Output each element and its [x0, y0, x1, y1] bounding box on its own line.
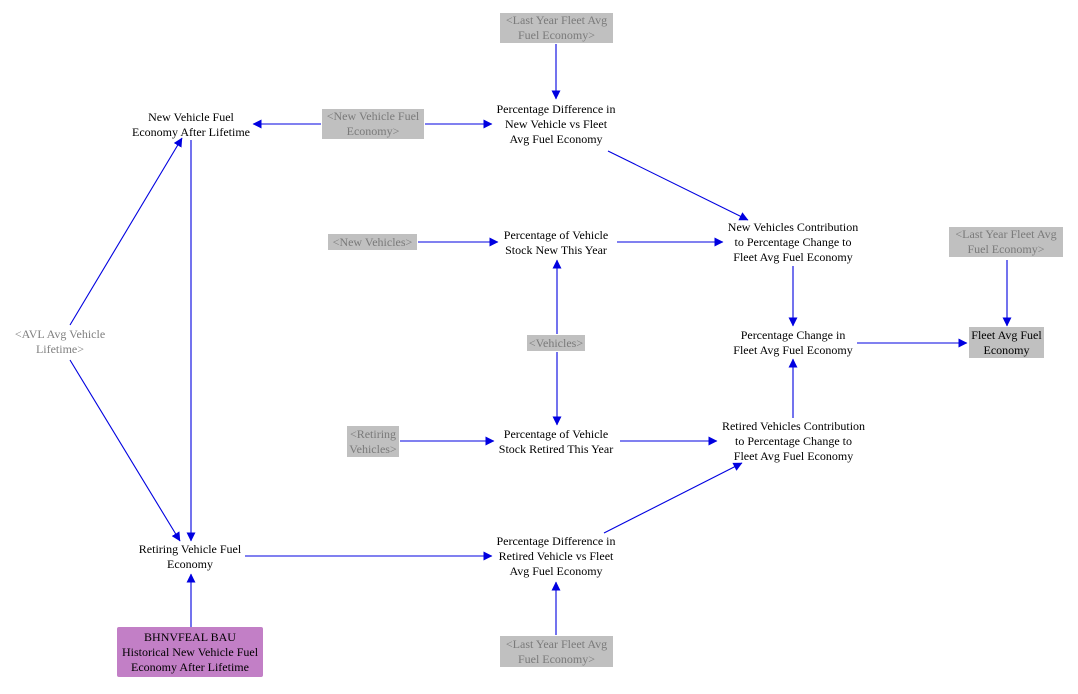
last-year-fleet-avg-shadow-top[interactable]: <Last Year Fleet Avg Fuel Economy>: [500, 13, 613, 43]
retired-vehicles-contribution[interactable]: Retired Vehicles Contribution to Percent…: [721, 419, 866, 463]
pct-vehicle-stock-new[interactable]: Percentage of Vehicle Stock New This Yea…: [503, 227, 609, 257]
avl-avg-vehicle-lifetime-shadow[interactable]: <AVL Avg Vehicle Lifetime>: [14, 326, 106, 356]
new-vehicle-fe-after-lifetime[interactable]: New Vehicle Fuel Economy After Lifetime: [132, 109, 250, 139]
new-vehicle-fuel-economy-shadow[interactable]: <New Vehicle Fuel Economy>: [322, 109, 424, 139]
arrow-pctdiffnew-to-newcontrib: [607, 150, 749, 221]
pct-vehicle-stock-retired[interactable]: Percentage of Vehicle Stock Retired This…: [498, 426, 614, 456]
pct-diff-retired-vehicle-vs-fleet[interactable]: Percentage Difference in Retired Vehicle…: [496, 534, 616, 578]
new-vehicles-shadow[interactable]: <New Vehicles>: [328, 234, 417, 250]
last-year-fleet-avg-shadow-right[interactable]: <Last Year Fleet Avg Fuel Economy>: [949, 227, 1063, 257]
fleet-avg-fuel-economy[interactable]: Fleet Avg Fuel Economy: [969, 327, 1044, 358]
retiring-vehicle-fuel-economy[interactable]: Retiring Vehicle Fuel Economy: [138, 541, 242, 571]
arrow-pctdiffretired-to-retiredcontrib: [603, 462, 743, 534]
pct-change-fleet-avg-fuel-economy[interactable]: Percentage Change in Fleet Avg Fuel Econ…: [733, 327, 853, 357]
vehicles-shadow[interactable]: <Vehicles>: [527, 335, 585, 351]
retiring-vehicles-shadow[interactable]: <Retiring Vehicles>: [347, 426, 399, 457]
arrow-avl-to-retiringfe: [69, 359, 181, 542]
arrow-avl-to-newfeafter: [69, 137, 183, 326]
pct-diff-new-vehicle-vs-fleet[interactable]: Percentage Difference in New Vehicle vs …: [496, 102, 616, 146]
bhnvfeal-bau-input[interactable]: BHNVFEAL BAU Historical New Vehicle Fuel…: [117, 627, 263, 677]
new-vehicles-contribution[interactable]: New Vehicles Contribution to Percentage …: [727, 220, 859, 264]
last-year-fleet-avg-shadow-bottom[interactable]: <Last Year Fleet Avg Fuel Economy>: [500, 636, 613, 667]
